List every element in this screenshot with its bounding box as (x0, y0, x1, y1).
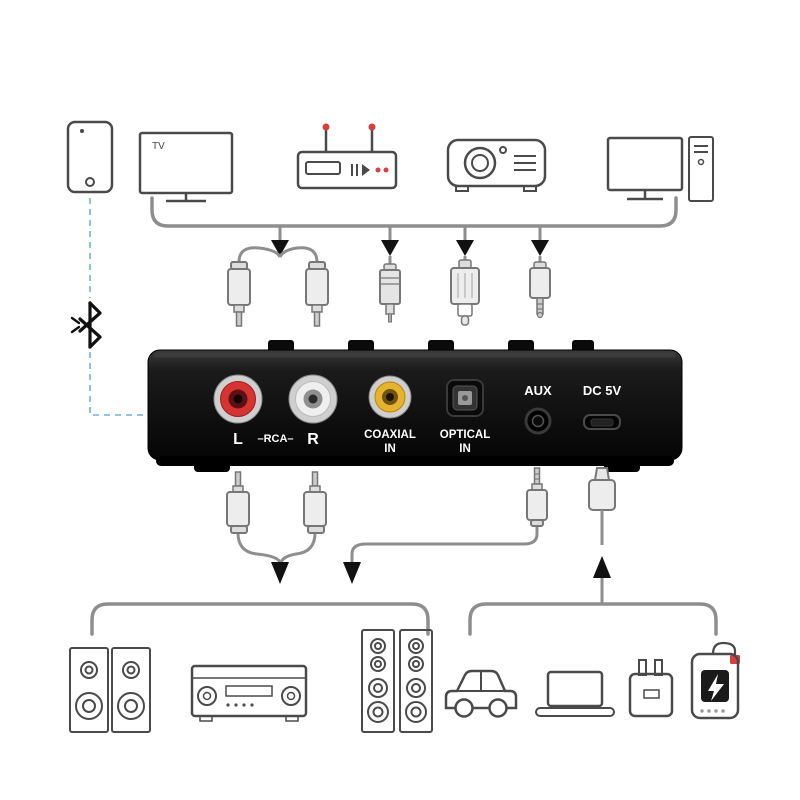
aux-plug-bottom (350, 467, 548, 562)
set-top-box-icon (296, 123, 398, 190)
label-coaxial-in: IN (384, 443, 396, 455)
av-receiver-icon (190, 664, 308, 722)
micro-usb-power-plug (588, 467, 616, 545)
adapter-device: L –RCA– R COAXIAL IN OPTICAL IN AUX DC 5… (147, 340, 683, 472)
optical-port (446, 379, 484, 417)
down-arrow (531, 240, 549, 256)
tv-label: TV (152, 141, 165, 152)
rca-port-left-red (213, 374, 263, 424)
coaxial-plug-top (379, 256, 401, 323)
down-arrow (456, 240, 474, 256)
device-base (156, 456, 674, 466)
projector-icon (446, 138, 547, 192)
label-optical: OPTICAL (440, 429, 490, 441)
rca-cable-pair-top (227, 246, 329, 327)
aux-plug-top (529, 256, 551, 319)
rca-port-right-white (288, 374, 338, 424)
desktop-pc-icon (606, 136, 714, 202)
antenna-tip-left (322, 123, 330, 131)
smartphone-icon (66, 120, 114, 194)
tv-icon: TV (138, 131, 234, 203)
power-bank-icon (690, 641, 740, 720)
rca-plug (226, 471, 250, 534)
label-r: R (307, 431, 319, 448)
power-source-cable (468, 602, 718, 636)
rca-cable-pair-bottom (226, 471, 327, 563)
up-arrow (593, 556, 611, 578)
bluetooth-icon (70, 301, 102, 349)
aux-port (524, 407, 552, 435)
rca-plug (303, 471, 327, 534)
down-arrow (271, 562, 289, 584)
down-arrow (343, 562, 361, 584)
rca-plug (305, 261, 329, 327)
antenna-tip-right (368, 123, 376, 131)
label-l: L (233, 431, 243, 448)
car-icon (444, 669, 518, 718)
device-foot (604, 463, 640, 472)
label-dc5v: DC 5V (583, 383, 622, 398)
tower-speakers-icon (361, 629, 433, 733)
rca-plug (227, 261, 251, 327)
lightning-bolt-icon (708, 674, 724, 701)
label-optical-in: IN (459, 443, 471, 455)
optical-toslink-plug-top (450, 256, 480, 326)
label-aux: AUX (524, 383, 552, 398)
device-foot (194, 463, 230, 472)
down-arrow (381, 240, 399, 256)
down-arrow (271, 240, 289, 256)
label-rca: –RCA– (257, 433, 293, 445)
bluetooth-dashed-link (89, 198, 146, 416)
top-down-arrows (271, 226, 549, 256)
top-bus-cable (150, 196, 678, 228)
label-coaxial: COAXIAL (364, 429, 416, 441)
micro-usb-port (583, 414, 621, 430)
usb-wall-charger-icon (628, 659, 674, 718)
audio-output-cable (90, 602, 430, 636)
laptop-icon (535, 670, 615, 717)
coaxial-port-yellow (368, 375, 412, 419)
bottom-arrows (271, 556, 611, 604)
bookshelf-speakers-icon (69, 647, 151, 733)
